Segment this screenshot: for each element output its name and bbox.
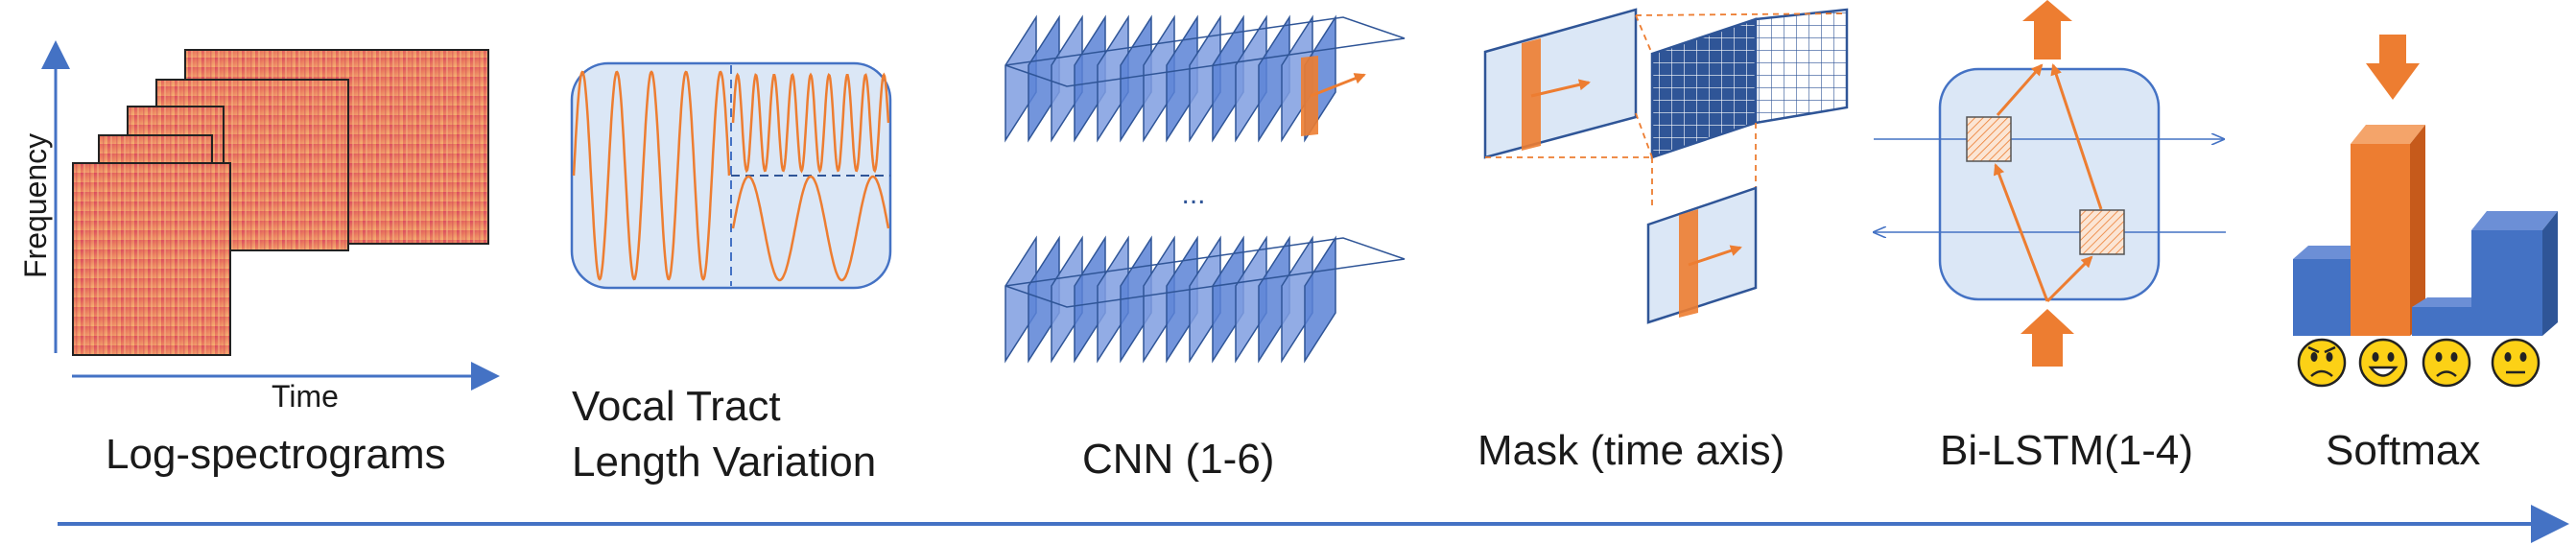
- stage-label-mask: Mask (time axis): [1477, 427, 1785, 474]
- warped-waveform-low: [731, 175, 890, 282]
- time-axis-label: Time: [272, 379, 339, 414]
- bilstm-top-output-arrow: [2022, 0, 2072, 59]
- mask-figure: [1483, 8, 1849, 324]
- bilstm-bottom-input-arrow: [2021, 309, 2074, 367]
- spectrogram-frame: [72, 162, 231, 356]
- forward-lstm-unit: [1966, 116, 2012, 162]
- softmax-bar-max: [2351, 125, 2425, 336]
- neutral-face-icon: [2491, 338, 2541, 388]
- softmax-bar: [2471, 211, 2558, 336]
- softmax-figure: [2293, 35, 2558, 388]
- sad-face-icon: [2422, 338, 2471, 388]
- mask-connectors: [1485, 12, 1848, 209]
- original-waveform: [572, 70, 731, 281]
- bilstm-cell-panel: [1938, 67, 2161, 301]
- stage-label-log-spectrograms: Log-spectrograms: [106, 431, 446, 478]
- stage-label-softmax: Softmax: [2326, 427, 2481, 474]
- warped-waveform-high: [731, 72, 890, 174]
- mask-grid: [1650, 8, 1849, 159]
- stage-label-vtlp-line1: Vocal Tract: [572, 383, 781, 430]
- frequency-axis-label: Frequency: [18, 133, 53, 278]
- cnn-feature-highlight: [1301, 56, 1366, 136]
- happy-face-icon: [2358, 338, 2408, 388]
- cnn-layer-stack-bottom: [1004, 235, 1406, 364]
- cnn-feature-map: [1304, 235, 1336, 364]
- cnn-layer-stack-top: [1004, 14, 1406, 143]
- softmax-input-arrow: [2366, 35, 2420, 100]
- emotion-faces: [2297, 338, 2541, 388]
- bilstm-figure: [1874, 0, 2226, 367]
- vtlp-figure: [570, 61, 892, 290]
- mask-input-map: [1483, 8, 1638, 159]
- cnn-ellipsis: ...: [1181, 178, 1205, 210]
- cnn-stack-outline: [1004, 237, 1406, 308]
- cnn-stack-outline: [1004, 16, 1406, 87]
- angry-face-icon: [2297, 338, 2347, 388]
- masked-output-map: [1646, 186, 1758, 324]
- backward-lstm-unit: [2079, 209, 2125, 255]
- stage-label-cnn: CNN (1-6): [1082, 436, 1275, 483]
- log-spectrograms-figure: [41, 40, 500, 391]
- stage-label-vtlp-line2: Length Variation: [572, 438, 877, 486]
- stage-label-bilstm: Bi-LSTM(1-4): [1940, 427, 2194, 474]
